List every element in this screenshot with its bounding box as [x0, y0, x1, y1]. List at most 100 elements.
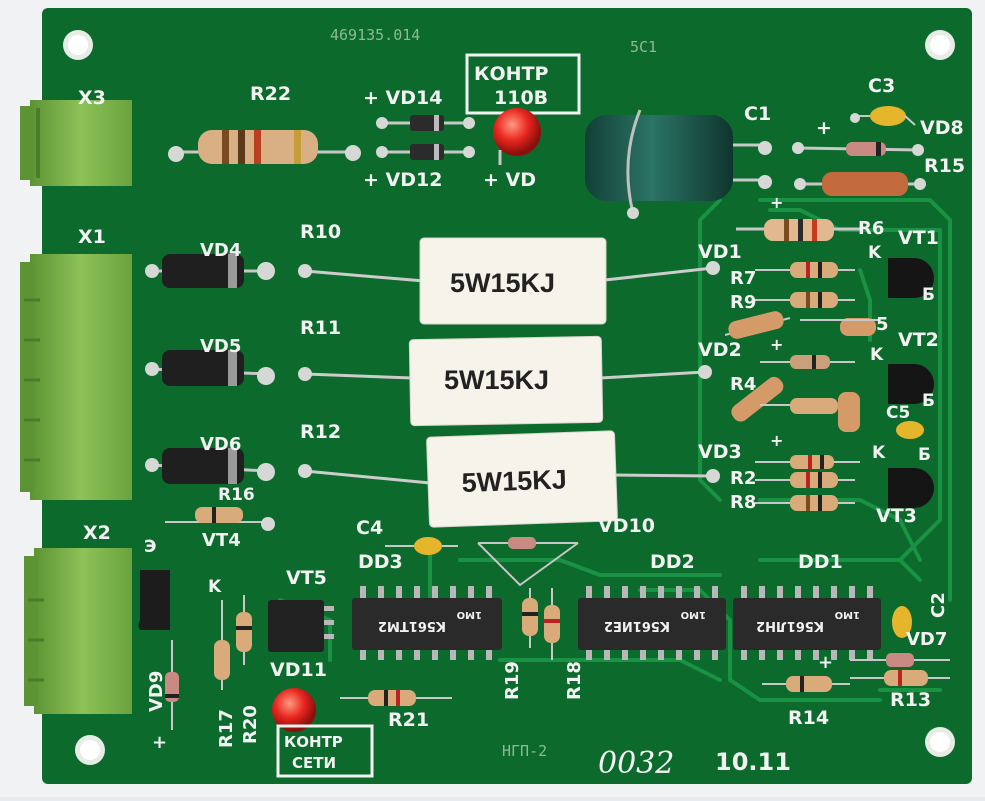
- chip-dd1-marking: K561ЛН2: [756, 618, 824, 633]
- label-r16: R16: [218, 485, 255, 505]
- label-plus-r14: +: [818, 652, 833, 673]
- kontr-seti-line1: КОНТР: [284, 733, 343, 751]
- resistor-r22: [168, 130, 361, 164]
- label-c3: C3: [868, 75, 895, 97]
- led-bottom: [272, 688, 316, 732]
- chip-dd3: [352, 586, 502, 660]
- label-r8: R8: [730, 492, 756, 513]
- label-vd9: VD9: [146, 671, 167, 712]
- chip-dd3-marking: K561TM2: [378, 618, 446, 633]
- label-r11: R11: [300, 317, 341, 339]
- label-vd11: VD11: [270, 659, 327, 681]
- label-vd3: VD3: [698, 441, 742, 463]
- label-plus-vd2: +: [770, 335, 783, 354]
- label-r9: R9: [730, 292, 756, 313]
- label-r13: R13: [890, 689, 931, 711]
- resistor-r15: [794, 172, 926, 196]
- power-resistor-r10-marking: 5W15KJ: [450, 268, 555, 298]
- label-vd6: VD6: [200, 434, 241, 455]
- led-top: [493, 108, 541, 165]
- board-ref: НГП-2: [502, 742, 547, 760]
- label-k4: K: [208, 577, 222, 597]
- kontr-seti-line2: СЕТИ: [292, 754, 336, 772]
- terminal-block-x2: [24, 548, 132, 714]
- label-vt5: VT5: [286, 567, 327, 589]
- connector-x3-label: X3: [78, 87, 106, 109]
- label-k2: K: [870, 345, 884, 365]
- label-vd2: VD2: [698, 339, 742, 361]
- resistor-r21: [340, 690, 452, 706]
- transistor-vt1: [888, 258, 934, 298]
- power-resistor-r12: [426, 430, 618, 528]
- label-vt3: VT3: [876, 505, 917, 527]
- diode-vd12: [376, 144, 475, 160]
- label-r18: R18: [564, 661, 585, 700]
- label-r15: R15: [924, 155, 965, 177]
- diode-vd8: [792, 142, 924, 156]
- label-dd1: DD1: [798, 551, 843, 573]
- label-r7: R7: [730, 268, 756, 289]
- label-vd-plus: + VD: [483, 169, 536, 191]
- label-vd14: + VD14: [363, 87, 442, 109]
- label-vt4: VT4: [202, 530, 241, 551]
- capacitor-c2: [892, 606, 912, 638]
- label-b2: Б: [922, 391, 935, 411]
- capacitor-c3: [850, 106, 916, 126]
- label-vt2: VT2: [898, 329, 939, 351]
- label-c1: C1: [744, 103, 771, 125]
- resistor-r13: [850, 670, 950, 686]
- label-vd1: VD1: [698, 241, 742, 263]
- label-r12: R12: [300, 421, 341, 443]
- resistor-r16: [165, 507, 275, 531]
- kontr-110-line1: КОНТР: [474, 63, 549, 85]
- small-resistors-right: [724, 262, 880, 511]
- label-k3: K: [872, 443, 886, 463]
- chip-dd3-sub: 1МО: [457, 609, 482, 620]
- diode-vd4: [145, 254, 275, 288]
- power-resistor-r10: [419, 237, 607, 325]
- label-b1: Б: [922, 285, 935, 305]
- diode-vd10: [477, 537, 579, 587]
- transistor-vt2: [888, 364, 934, 404]
- label-r4: R4: [730, 374, 756, 395]
- label-r10: R10: [300, 221, 341, 243]
- label-c5: C5: [886, 403, 910, 423]
- diode-vd5: [145, 350, 275, 386]
- chip-dd2-sub: 1МО: [681, 609, 706, 620]
- label-vd7: VD7: [906, 629, 947, 650]
- board-date: 10.11: [715, 748, 791, 776]
- label-plus-c1: +: [770, 193, 783, 212]
- label-r20: R20: [240, 705, 261, 744]
- board-serial: 0032: [598, 746, 674, 781]
- label-vd8: VD8: [920, 117, 964, 139]
- label-r6: R6: [858, 218, 884, 239]
- transistor-vt3: [888, 468, 934, 508]
- label-c4: C4: [356, 517, 383, 539]
- diode-vd14: [376, 115, 475, 131]
- transistor-vt4: [138, 570, 170, 630]
- label-dd2: DD2: [650, 551, 695, 573]
- diode-vd7: [850, 653, 950, 667]
- connector-x2-label: X2: [83, 522, 111, 544]
- label-k1: K: [868, 243, 882, 263]
- label-e3: Э: [144, 537, 156, 557]
- label-plus-c3: +: [816, 117, 832, 139]
- terminal-block-x1: [20, 254, 132, 500]
- chip-dd2: [578, 586, 726, 660]
- label-plus-vd3: +: [770, 431, 783, 450]
- transistor-vt5: [268, 600, 334, 652]
- resistor-r6: [736, 219, 862, 241]
- terminal-block-x3: [20, 100, 132, 186]
- chip-dd1-sub: 1МО: [835, 609, 860, 620]
- resistor-r14: [762, 676, 850, 692]
- label-r2: R2: [730, 468, 756, 489]
- power-resistor-r12-marking: 5W15KJ: [461, 464, 567, 498]
- chip-dd2-marking: K561ИЕ2: [604, 618, 670, 633]
- connector-x1-label: X1: [78, 226, 106, 248]
- label-r5: 5: [876, 314, 889, 335]
- power-resistor-leads: [304, 266, 714, 485]
- label-r21: R21: [388, 709, 429, 731]
- mounting-holes: [63, 30, 955, 765]
- vertical-resistors: [214, 588, 560, 690]
- power-resistor-r11-marking: 5W15KJ: [444, 365, 549, 395]
